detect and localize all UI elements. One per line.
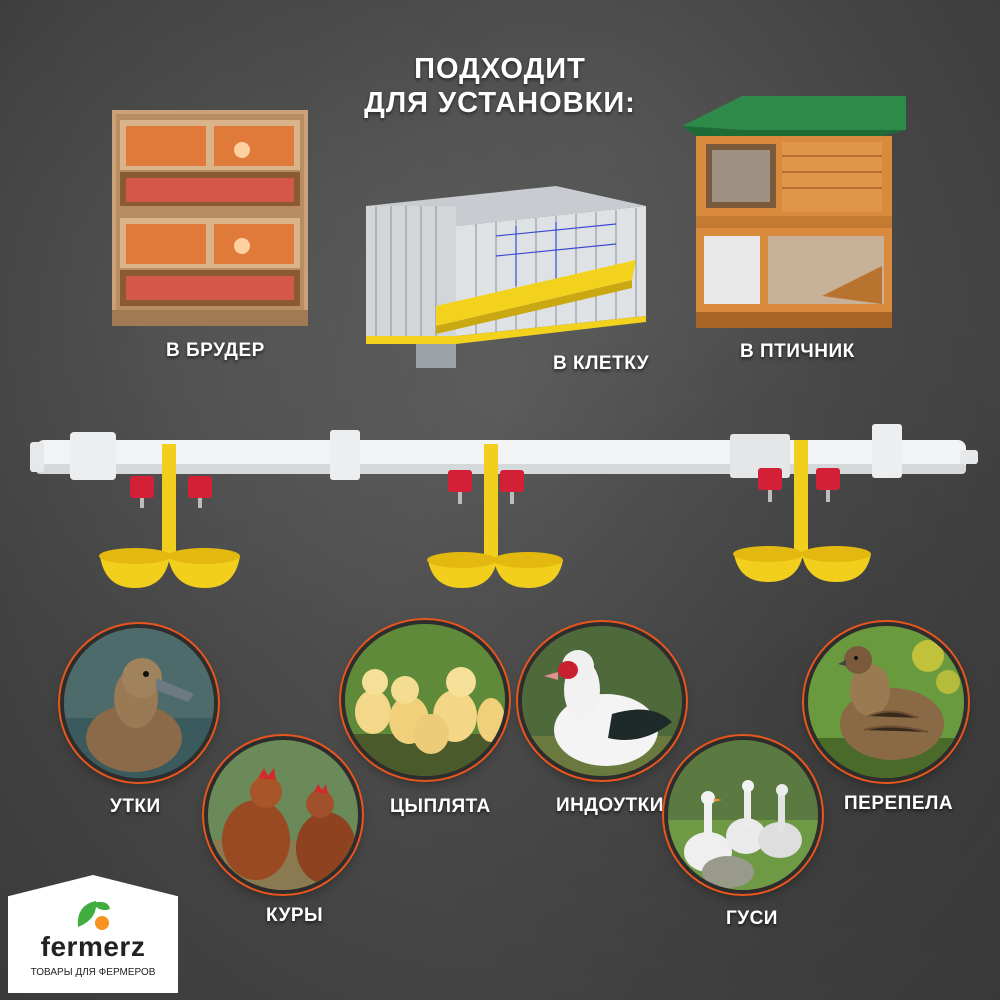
drinker-group-2 — [427, 444, 563, 588]
brooder-image — [112, 110, 308, 326]
chicks-photo — [345, 624, 505, 776]
label-quail: ПЕРЕПЕЛА — [844, 793, 954, 814]
label-muscovy: ИНДОУТКИ — [556, 795, 664, 816]
fermerz-logo: fermerz ТОВАРЫ ДЛЯ ФЕРМЕРОВ — [8, 875, 178, 993]
brand-name: fermerz — [40, 931, 146, 962]
coop-image — [682, 96, 906, 328]
label-cage: В КЛЕТКУ — [553, 353, 650, 374]
drinker-group-1 — [99, 444, 240, 588]
geese-photo — [668, 740, 818, 890]
hens-photo — [208, 740, 358, 890]
cage-image — [366, 186, 646, 368]
heading-line-1: ПОДХОДИТ — [414, 53, 586, 85]
muscovy-photo — [522, 626, 682, 776]
brand-tagline: ТОВАРЫ ДЛЯ ФЕРМЕРОВ — [30, 967, 156, 978]
heading-line-2: ДЛЯ УСТАНОВКИ: — [364, 87, 636, 119]
quail-photo — [808, 626, 964, 778]
leaf-logo-icon — [77, 901, 110, 930]
label-brooder: В БРУДЕР — [166, 340, 265, 361]
label-chicks: ЦЫПЛЯТА — [390, 796, 491, 817]
label-hens: КУРЫ — [266, 905, 324, 926]
label-ducks: УТКИ — [110, 796, 161, 817]
page-heading: ПОДХОДИТ ДЛЯ УСТАНОВКИ: — [0, 52, 1000, 120]
label-geese: ГУСИ — [726, 908, 778, 929]
label-coop: В ПТИЧНИК — [740, 341, 855, 362]
ducks-photo — [64, 628, 214, 778]
drinker-group-3 — [733, 440, 871, 582]
nipple-drinker-line — [30, 424, 978, 588]
